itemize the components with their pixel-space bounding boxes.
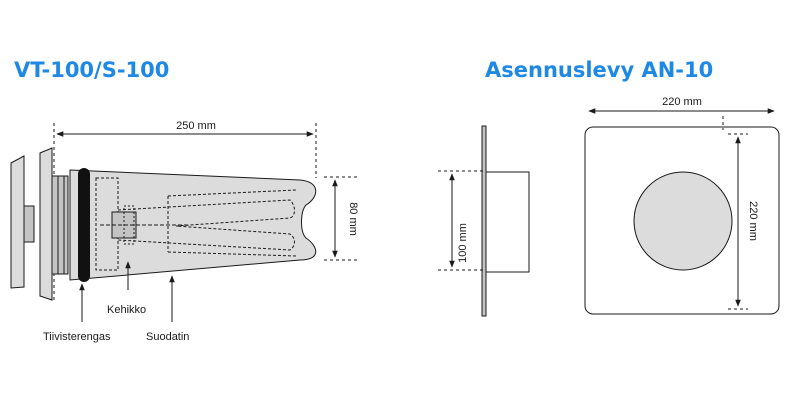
cover-plate <box>10 155 25 289</box>
vt100-title: VT-100/S-100 <box>14 58 170 82</box>
duct-sleeve <box>51 175 69 275</box>
fastener-nut <box>123 205 135 245</box>
frame-rod-outline <box>117 199 295 251</box>
dim-100-label: 100 mm <box>457 223 469 263</box>
an10-hole <box>633 171 733 271</box>
an10-side-view <box>438 125 530 317</box>
an10-plate-edge <box>481 125 487 317</box>
callout-seal-label: Tiivisterengas <box>43 331 111 343</box>
dim-220h-label: 220 mm <box>747 201 759 241</box>
seal-ring <box>78 168 90 282</box>
dim-250-label: 250 mm <box>176 120 216 132</box>
dim-80-label: 80 mm <box>347 202 359 236</box>
dim-220w-label: 220 mm <box>662 96 702 108</box>
an10-front-view <box>584 108 780 315</box>
an10-title: Asennuslevy AN-10 <box>485 58 714 82</box>
vt100-side-view <box>10 123 358 322</box>
frame-outline <box>167 189 297 257</box>
inner-frame <box>95 177 119 271</box>
callout-frame-label: Kehikko <box>107 304 146 316</box>
cover-stem <box>23 205 35 243</box>
wall-plate <box>39 147 53 301</box>
an10-sleeve <box>485 171 530 273</box>
callout-filter-label: Suodatin <box>146 331 189 343</box>
